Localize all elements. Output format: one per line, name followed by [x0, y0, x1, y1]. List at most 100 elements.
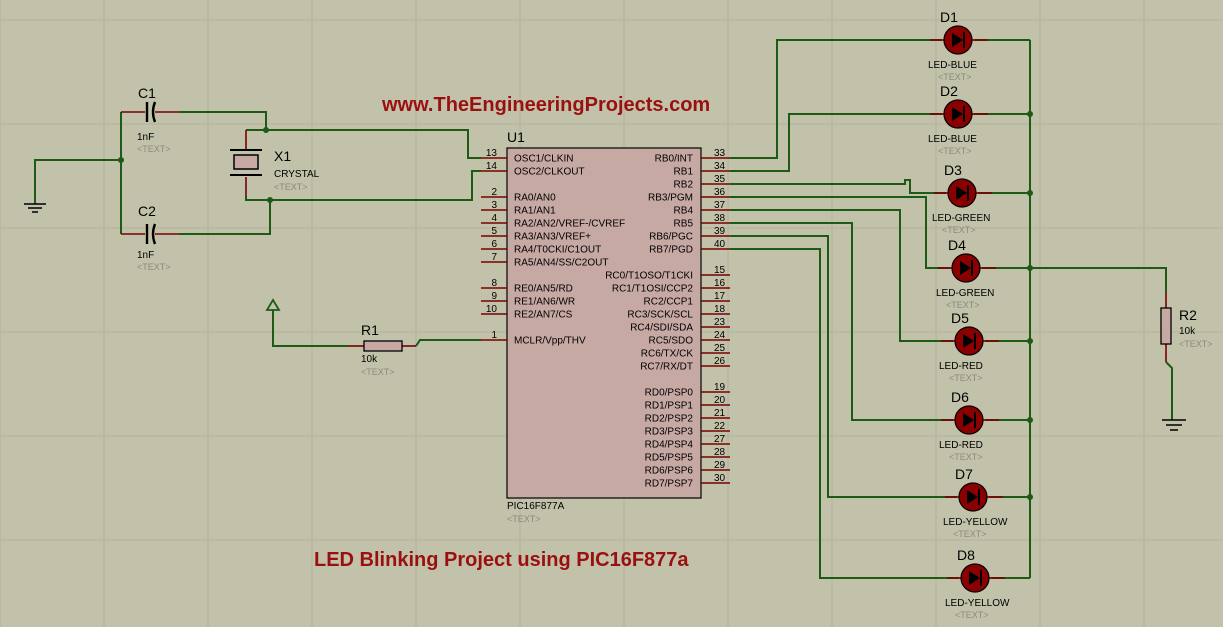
junction-dot	[1027, 190, 1033, 196]
c1-text-tag: <TEXT>	[137, 144, 171, 154]
led-column: D1LED-BLUE<TEXT>D2LED-BLUE<TEXT>D3LED-GR…	[928, 9, 1010, 620]
website-banner: www.TheEngineeringProjects.com	[381, 94, 710, 116]
pin-number: 39	[714, 226, 726, 237]
pin-label: RA0/AN0	[514, 193, 556, 204]
junction-dot	[1027, 111, 1033, 117]
pin-label: RD2/PSP2	[645, 414, 694, 425]
junction-dot	[267, 197, 273, 203]
pin-label: RA2/AN2/VREF-/CVREF	[514, 219, 625, 230]
pin-label: RB4	[674, 206, 694, 217]
crystal-x1[interactable]: X1 CRYSTAL <TEXT>	[230, 130, 320, 196]
pin-label: RB3/PGM	[648, 193, 693, 204]
u1-part: PIC16F877A	[507, 501, 565, 512]
pin-number: 13	[486, 148, 498, 159]
pin-number: 4	[491, 213, 497, 224]
pin-label: RA5/AN4/SS/C2OUT	[514, 258, 608, 269]
pin-number: 2	[491, 187, 497, 198]
pin-label: RE0/AN5/RD	[514, 284, 573, 295]
mcu-right-pins: 33RB0/INT34RB135RB236RB3/PGM37RB438RB539…	[605, 148, 730, 490]
pin-label: RC6/TX/CK	[641, 349, 694, 360]
pin-number: 40	[714, 239, 726, 250]
pin-number: 33	[714, 148, 726, 159]
diode-triangle-icon	[960, 261, 971, 275]
pin-number: 7	[491, 252, 497, 263]
pin-number: 38	[714, 213, 726, 224]
led-value: LED-RED	[939, 361, 983, 372]
pin-number: 18	[714, 304, 726, 315]
power-terminal	[265, 298, 281, 311]
pin-number: 17	[714, 291, 726, 302]
led-ref: D1	[940, 9, 958, 25]
r1-text-tag: <TEXT>	[361, 367, 395, 377]
c2-value: 1nF	[137, 250, 154, 261]
x1-value: CRYSTAL	[274, 169, 320, 180]
u1-text-tag: <TEXT>	[507, 514, 541, 524]
pin-label: RC1/T1OSI/CCP2	[612, 284, 694, 295]
project-title: LED Blinking Project using PIC16F877a	[314, 549, 689, 571]
pin-label: RC5/SDO	[649, 336, 694, 347]
pin-number: 34	[714, 161, 726, 172]
pin-number: 25	[714, 343, 726, 354]
led-value: LED-GREEN	[932, 213, 990, 224]
pin-label: RC0/T1OSO/T1CKI	[605, 271, 693, 282]
capacitor-c1[interactable]: C1 1nF <TEXT>	[121, 85, 179, 154]
diode-triangle-icon	[952, 33, 963, 47]
resistor-r2[interactable]: R2 10k <TEXT>	[1160, 292, 1213, 362]
pin-label: RA3/AN3/VREF+	[514, 232, 591, 243]
pin-label: OSC1/CLKIN	[514, 154, 573, 165]
pin-label: RD4/PSP4	[645, 440, 694, 451]
diode-triangle-icon	[963, 334, 974, 348]
pin-number: 19	[714, 382, 726, 393]
r1-ref: R1	[361, 322, 379, 338]
c2-text-tag: <TEXT>	[137, 262, 171, 272]
pin-number: 35	[714, 174, 726, 185]
pin-number: 23	[714, 317, 726, 328]
pin-label: RC4/SDI/SDA	[630, 323, 693, 334]
led-ref: D7	[955, 466, 973, 482]
r1-value: 10k	[361, 354, 378, 365]
ground-symbol-right	[1162, 419, 1186, 431]
diode-triangle-icon	[952, 107, 963, 121]
resistor-r1[interactable]: R1 10k <TEXT>	[348, 322, 416, 377]
pin-label: RD6/PSP6	[645, 466, 694, 477]
diode-triangle-icon	[969, 571, 980, 585]
x1-ref: X1	[274, 148, 291, 164]
diode-triangle-icon	[956, 186, 967, 200]
pin-number: 8	[491, 278, 497, 289]
capacitor-c2[interactable]: C2 1nF <TEXT>	[121, 203, 179, 272]
pin-label: RB5	[674, 219, 694, 230]
pin-label: RD5/PSP5	[645, 453, 694, 464]
r2-value: 10k	[1179, 326, 1196, 337]
